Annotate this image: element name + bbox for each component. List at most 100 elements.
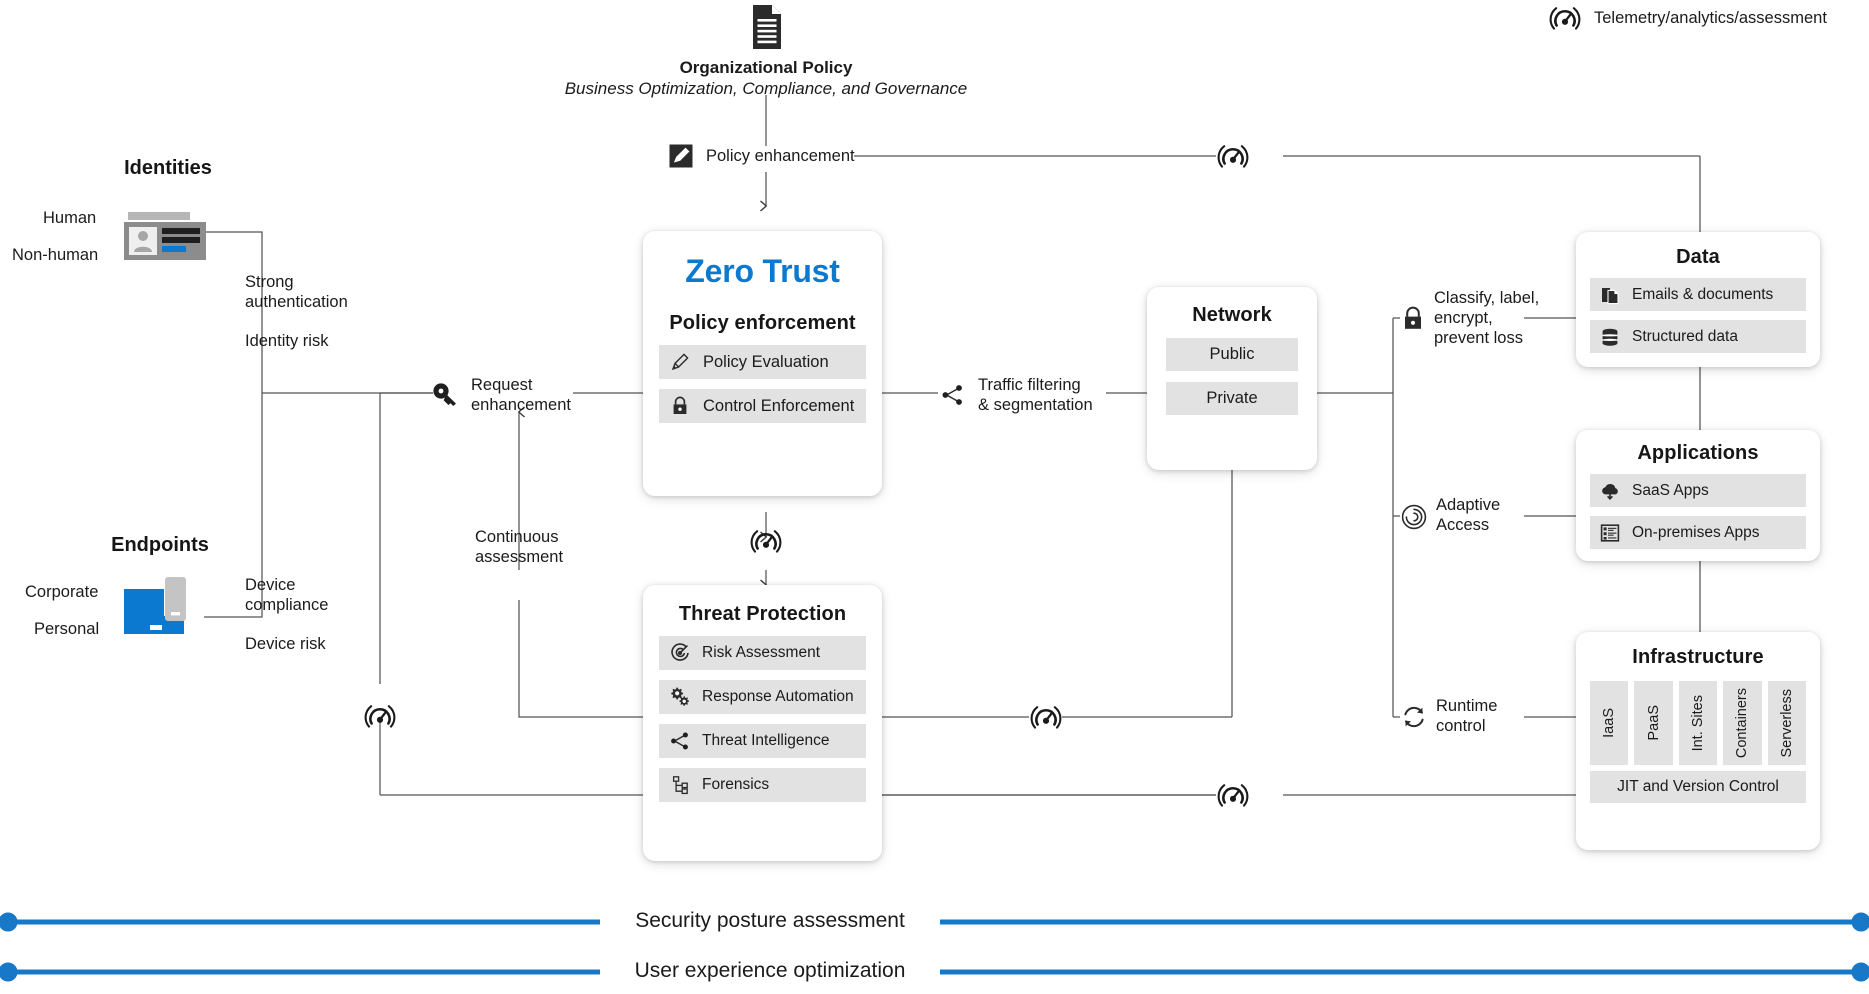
lock-icon <box>669 395 691 417</box>
threat-protection-card: Threat Protection Risk Assessment <box>643 585 882 861</box>
network-title: Network <box>1192 304 1272 326</box>
organizational-policy-title: Organizational Policy <box>679 58 853 77</box>
adaptive-access-line2: Access <box>1436 516 1490 534</box>
policy-enhancement-gauge-icon <box>1216 142 1250 170</box>
zero-trust-row-label: Control Enforcement <box>703 396 855 415</box>
zero-trust-row-control-enforcement[interactable]: Control Enforcement <box>659 389 866 423</box>
infrastructure-col-label: Serverless <box>1778 688 1795 758</box>
infrastructure-card: Infrastructure IaaS PaaS Int. Sites Cont… <box>1576 632 1820 850</box>
zero-trust-brand: Zero Trust <box>685 253 840 289</box>
endpoints-heading: Endpoints <box>111 534 209 556</box>
infrastructure-col-int-sites[interactable]: Int. Sites <box>1678 681 1718 765</box>
infrastructure-col-label: Containers <box>1734 687 1751 759</box>
legend-label: Telemetry/analytics/assessment <box>1594 9 1827 27</box>
identities-signal-strong-auth-line2: authentication <box>245 293 348 311</box>
identities-signal-identity-risk: Identity risk <box>245 332 329 350</box>
organizational-policy-subtitle: Business Optimization, Compliance, and G… <box>564 79 968 98</box>
continuous-assessment-line1: Continuous <box>475 528 559 546</box>
threat-protection-row-response-automation[interactable]: Response Automation <box>659 680 866 714</box>
applications-card: Applications SaaS Apps <box>1576 430 1820 561</box>
zero-trust-row-policy-evaluation[interactable]: Policy Evaluation <box>659 345 866 379</box>
zero-trust-row-label: Policy Evaluation <box>703 352 829 371</box>
data-card: Data Emails & documents <box>1576 232 1820 367</box>
documents-icon <box>1599 284 1621 306</box>
applications-row-label: On-premises Apps <box>1632 523 1760 541</box>
identities-heading: Identities <box>124 157 212 179</box>
bottom-bus-gauge-icon <box>1216 781 1250 809</box>
infrastructure-col-containers[interactable]: Containers <box>1723 681 1762 765</box>
runtime-control-line2: control <box>1436 717 1486 735</box>
network-row-public[interactable]: Public <box>1166 338 1298 371</box>
key-icon <box>432 381 462 407</box>
laptop-phone-icon <box>122 574 206 640</box>
identities-signal-strong-auth-line1: Strong <box>245 273 294 291</box>
data-control-line1: Classify, label, <box>1434 289 1540 307</box>
endpoint-telemetry-gauge-icon <box>363 702 397 730</box>
endpoints-signal-device-compliance-line1: Device <box>245 576 296 594</box>
identity-card-icon <box>124 211 206 261</box>
threat-protection-row-forensics[interactable]: Forensics <box>659 768 866 802</box>
threat-telemetry-gauge-icon <box>1029 703 1063 731</box>
share-nodes-icon <box>669 730 691 752</box>
traffic-share-nodes-icon <box>940 382 966 408</box>
legend-gauge-icon <box>1548 4 1582 32</box>
cloud-download-icon <box>1599 480 1621 502</box>
policy-enhancement-label: Policy enhancement <box>706 147 855 165</box>
gears-icon <box>669 686 691 708</box>
runtime-control-line1: Runtime <box>1436 697 1498 715</box>
infrastructure-col-label: IaaS <box>1601 708 1618 738</box>
infrastructure-col-serverless[interactable]: Serverless <box>1767 681 1807 765</box>
target-icon <box>669 642 691 664</box>
fingerprint-icon <box>1400 503 1428 531</box>
threat-protection-row-label: Response Automation <box>702 688 854 705</box>
infrastructure-col-iaas[interactable]: IaaS <box>1590 681 1629 765</box>
traffic-filtering-line1: Traffic filtering <box>978 376 1081 394</box>
endpoints-signal-device-compliance-line2: compliance <box>245 596 329 614</box>
bar-label-user-experience: User experience optimization <box>600 959 940 983</box>
threat-protection-row-label: Threat Intelligence <box>702 732 830 749</box>
sitemap-icon <box>669 774 691 796</box>
data-row-emails-documents[interactable]: Emails & documents <box>1590 278 1806 311</box>
traffic-filtering-line2: & segmentation <box>978 396 1093 414</box>
data-row-label: Emails & documents <box>1632 285 1774 303</box>
bottom-bars <box>0 912 1869 982</box>
data-row-label: Structured data <box>1632 327 1738 345</box>
edit-pencil-icon <box>668 143 694 169</box>
request-enhancement-line1: Request <box>471 376 533 394</box>
identities-type-non-human: Non-human <box>12 246 99 264</box>
infrastructure-title: Infrastructure <box>1632 646 1764 668</box>
zero-trust-card: Zero Trust Policy enforcement Policy Eva… <box>643 231 882 496</box>
network-row-label: Public <box>1209 345 1255 363</box>
policy-threat-gauge-icon <box>749 527 783 555</box>
network-row-private[interactable]: Private <box>1166 382 1298 415</box>
threat-protection-row-label: Forensics <box>702 776 770 793</box>
pencil-icon <box>669 351 691 373</box>
infrastructure-col-paas[interactable]: PaaS <box>1634 681 1673 765</box>
threat-protection-row-label: Risk Assessment <box>702 644 821 661</box>
applications-row-on-premises-apps[interactable]: On-premises Apps <box>1590 516 1806 549</box>
infrastructure-columns: IaaS PaaS Int. Sites Containers Serverle… <box>1590 681 1807 765</box>
endpoints-type-corporate: Corporate <box>25 583 99 601</box>
infrastructure-col-label: PaaS <box>1645 705 1662 741</box>
data-row-structured-data[interactable]: Structured data <box>1590 320 1806 353</box>
infrastructure-col-label: Int. Sites <box>1690 694 1707 752</box>
zero-trust-subtitle: Policy enforcement <box>669 312 856 334</box>
threat-protection-row-threat-intelligence[interactable]: Threat Intelligence <box>659 724 866 758</box>
data-lock-icon <box>1400 305 1426 333</box>
applications-title: Applications <box>1637 442 1759 464</box>
continuous-assessment-line2: assessment <box>475 548 564 566</box>
infrastructure-jit-version-control[interactable]: JIT and Version Control <box>1590 771 1806 803</box>
threat-protection-title: Threat Protection <box>678 603 847 625</box>
bar-label-security-posture: Security posture assessment <box>600 909 940 933</box>
endpoints-type-personal: Personal <box>34 620 100 638</box>
adaptive-access-line1: Adaptive <box>1436 496 1501 514</box>
applications-row-label: SaaS Apps <box>1632 481 1709 499</box>
threat-protection-row-risk-assessment[interactable]: Risk Assessment <box>659 636 866 670</box>
endpoints-signal-device-risk: Device risk <box>245 635 326 653</box>
network-card: Network Public Private <box>1147 287 1317 470</box>
applications-row-saas-apps[interactable]: SaaS Apps <box>1590 474 1806 507</box>
data-control-line3: prevent loss <box>1434 329 1523 347</box>
data-control-line2: encrypt, <box>1434 309 1493 327</box>
server-rack-icon <box>1599 522 1621 544</box>
